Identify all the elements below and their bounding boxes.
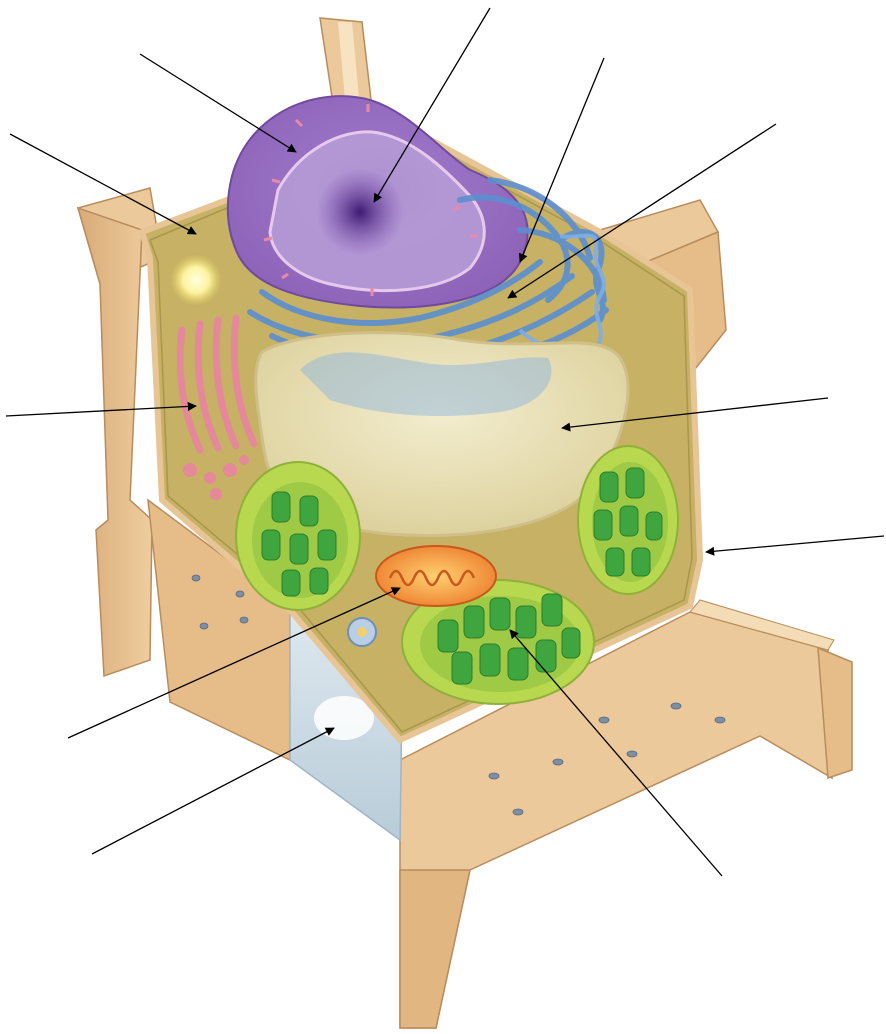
glowing-vesicle <box>170 254 222 306</box>
vesicle-core <box>357 627 367 637</box>
leader-line-cell-membrane <box>706 536 884 552</box>
leader-line-cell-wall <box>92 728 334 854</box>
mitochondrion <box>376 546 496 606</box>
nucleus <box>228 96 528 307</box>
nucleolus <box>316 168 404 256</box>
chloroplast-left <box>236 462 360 610</box>
chloroplast-right <box>578 446 678 594</box>
leader-line-nucleus <box>140 54 296 152</box>
